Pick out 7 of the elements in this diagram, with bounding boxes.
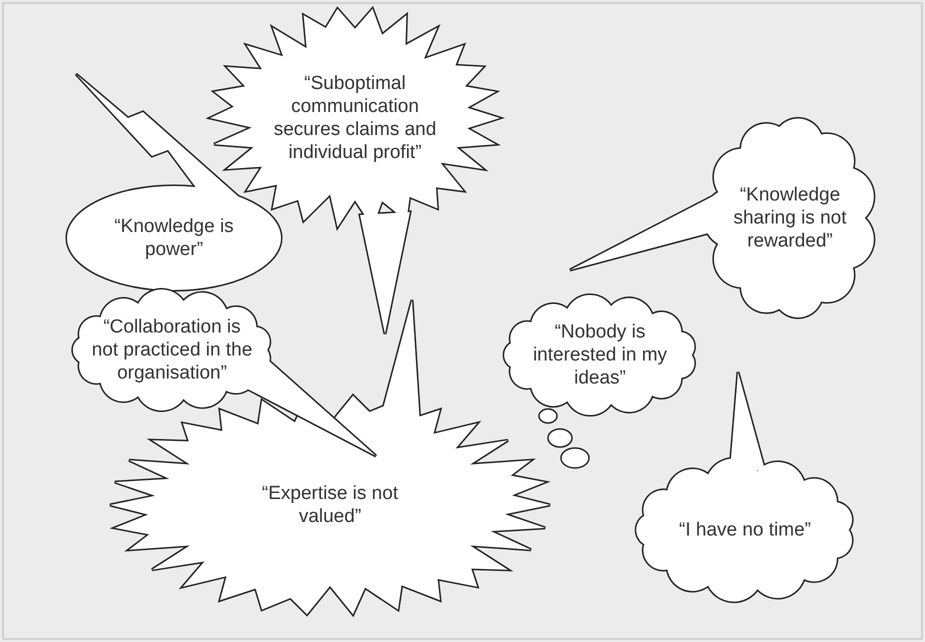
quote-text: “Knowledge sharing is not rewarded” bbox=[732, 184, 848, 252]
quote-text: “I have no time” bbox=[678, 518, 812, 542]
quote-text: “Expertise is not valued” bbox=[260, 482, 400, 528]
quote-text: “Knowledge is power” bbox=[113, 215, 235, 261]
quote-text: “Nobody is interested in my ideas” bbox=[532, 320, 668, 390]
quote-text: “Collaboration is not practiced in the organisation” bbox=[90, 316, 254, 384]
quote-text: “Suboptimal communication secures claims and individual profit” bbox=[272, 72, 438, 164]
